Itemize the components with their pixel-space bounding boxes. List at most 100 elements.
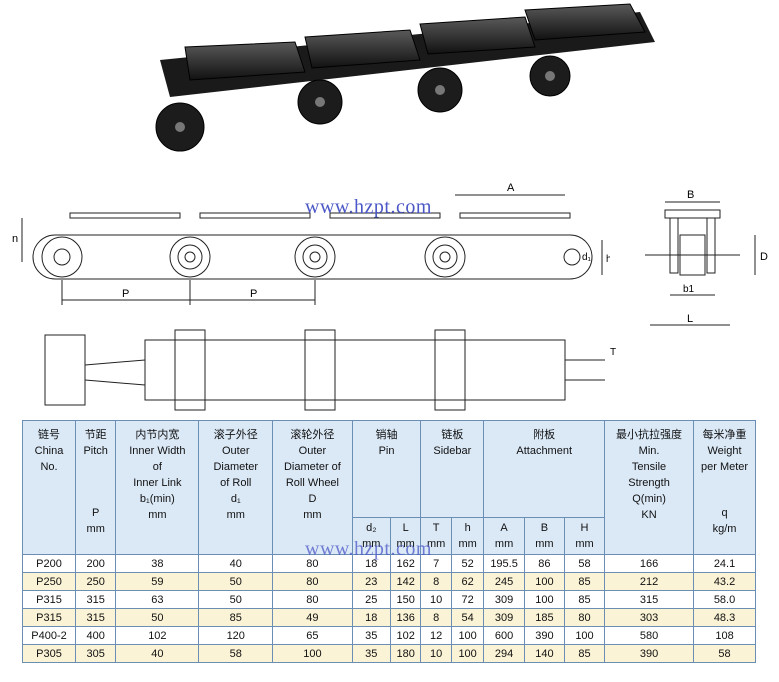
cell: 40 [198,554,274,573]
header-pitch: 节距 Pitch P mm [75,420,117,555]
cell: 58 [693,644,756,663]
dim-label-b1: b1 [683,284,695,295]
cell: P250 [21,572,77,591]
cell: 85 [198,608,274,627]
header-inner-width: 内节内宽 Inner Width of Inner Link b₁(min) m… [115,420,200,555]
dim-label-b: B [687,189,694,201]
cell: 100 [563,626,606,645]
spec-table: 链号 China No. 节距 Pitch P mm 内节内宽 Inner Wi… [21,420,756,663]
cell: 62 [450,572,485,591]
top-view-drawing: T [44,329,616,411]
dim-label-p1: P [122,288,129,300]
cell: 35 [351,644,391,663]
cell: 315 [75,590,117,609]
header-attachment: 附板 Attachment [483,420,606,518]
cell: 23 [351,572,391,591]
cell: 102 [115,626,200,645]
dim-label-t: T [610,347,616,358]
cell: 100 [523,572,565,591]
cell: P400-2 [21,626,77,645]
cell: 309 [483,590,525,609]
cell: 100 [272,644,353,663]
cell: 58 [563,554,606,573]
chain-product-photo [155,3,655,152]
dim-label-d: D [760,251,768,263]
watermark-table: www.hzpt.com [305,538,432,560]
cell: 59 [115,572,200,591]
cell: 150 [389,590,422,609]
cell: 294 [483,644,525,663]
header-sidebar: 链板 Sidebar [420,420,485,518]
cell: 185 [523,608,565,627]
cell: 400 [75,626,117,645]
cell: 102 [389,626,422,645]
cell: 49 [272,608,353,627]
cell: 85 [563,590,606,609]
cell: 120 [198,626,274,645]
dim-label-a: A [507,182,515,194]
cell: 315 [75,608,117,627]
cell: 24.1 [693,554,756,573]
watermark: www.hzpt.com [305,196,432,218]
cell: 142 [389,572,422,591]
dim-label-p2: P [250,288,257,300]
cell: 54 [450,608,485,627]
cell: P315 [21,590,77,609]
cell: 390 [604,644,695,663]
cell: 85 [563,644,606,663]
header-tensile-strength: 最小抗拉强度 Min. Tensile Strength Q(min) KN [604,420,695,555]
cell: 305 [75,644,117,663]
cell: 50 [115,608,200,627]
cell: 140 [523,644,565,663]
cell: 315 [604,590,695,609]
cell: 8 [420,608,452,627]
cell: 80 [272,590,353,609]
header-pin: 销轴 Pin [351,420,422,518]
cell: 580 [604,626,695,645]
cell: 100 [450,644,485,663]
cell: 12 [420,626,452,645]
cell: 72 [450,590,485,609]
cell: 86 [523,554,565,573]
cell: 136 [389,608,422,627]
end-view-drawing: B D b1 L [645,189,768,326]
cell: 25 [351,590,391,609]
cell: 600 [483,626,525,645]
cell: 50 [198,590,274,609]
cell: 65 [272,626,353,645]
cell: 166 [604,554,695,573]
cell: P315 [21,608,77,627]
cell: 100 [450,626,485,645]
cell: 58 [198,644,274,663]
cell: 10 [420,644,452,663]
cell: 48.3 [693,608,756,627]
cell: 212 [604,572,695,591]
cell: 309 [483,608,525,627]
header-roll-diameter: 滚子外径 Outer Diameter of Roll d₁ mm [198,420,274,555]
cell: 52 [450,554,485,573]
cell: 80 [272,554,353,573]
cell: P305 [21,644,77,663]
cell: 200 [75,554,117,573]
cell: 63 [115,590,200,609]
header-china-no: 链号 China No. [21,420,77,555]
cell: 10 [420,590,452,609]
cell: 8 [420,572,452,591]
cell: 38 [115,554,200,573]
cell: 195.5 [483,554,525,573]
cell: 80 [272,572,353,591]
cell: 303 [604,608,695,627]
cell: 250 [75,572,117,591]
dim-label-n: n [12,233,18,245]
cell: 58.0 [693,590,756,609]
cell: 245 [483,572,525,591]
